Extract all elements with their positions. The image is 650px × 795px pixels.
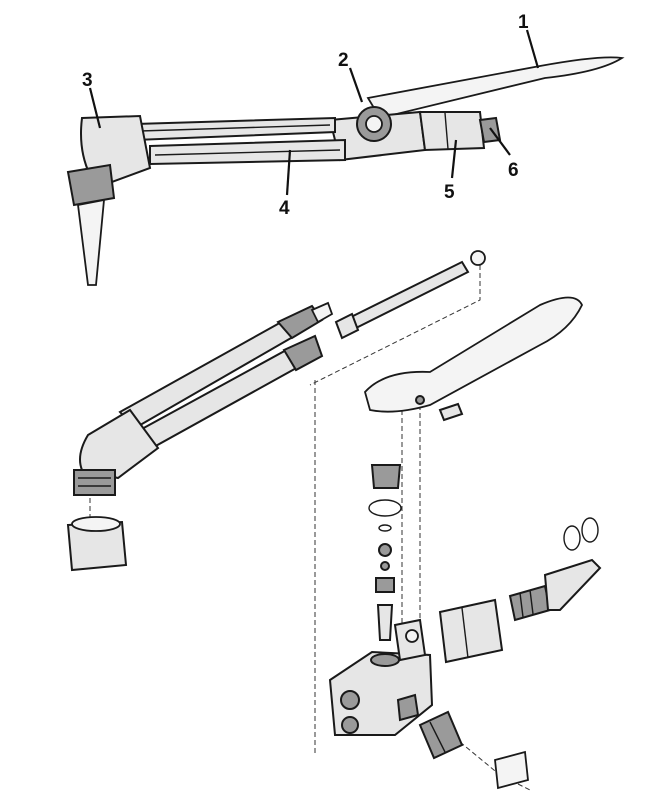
o-ring-pair-1 <box>563 525 581 551</box>
exploded-handle-tip <box>543 558 602 611</box>
callout-3: 3 <box>82 70 93 91</box>
assembled-torch <box>66 56 625 286</box>
torch-head <box>80 114 152 184</box>
upper-tube <box>134 116 336 142</box>
exploded-view <box>66 250 602 791</box>
callout-leaders <box>88 29 540 196</box>
valve-washer <box>378 543 392 557</box>
valve-stem <box>376 604 394 641</box>
callout-6: 6 <box>508 160 519 181</box>
callout-4: 4 <box>279 198 290 219</box>
plate <box>494 750 529 790</box>
o-ring-large <box>368 499 402 517</box>
lever <box>366 56 625 120</box>
valve-cap <box>370 464 402 489</box>
exploded-lever <box>363 296 583 413</box>
exploded-inner-tube <box>343 260 470 332</box>
exploded-connector-nut <box>438 598 504 664</box>
nozzle-tip <box>77 198 106 286</box>
hose-connector <box>418 111 486 152</box>
lever-pin <box>438 402 464 422</box>
o-ring-small <box>378 524 392 532</box>
callout-2: 2 <box>338 50 349 71</box>
exploded-side-fitting <box>418 710 464 760</box>
valve-spring <box>375 577 395 593</box>
callout-1: 1 <box>518 12 529 33</box>
exploded-head <box>79 408 160 480</box>
tip-nut <box>66 163 116 207</box>
o-ring-pair-2 <box>581 517 599 543</box>
callout-5: 5 <box>444 182 455 203</box>
